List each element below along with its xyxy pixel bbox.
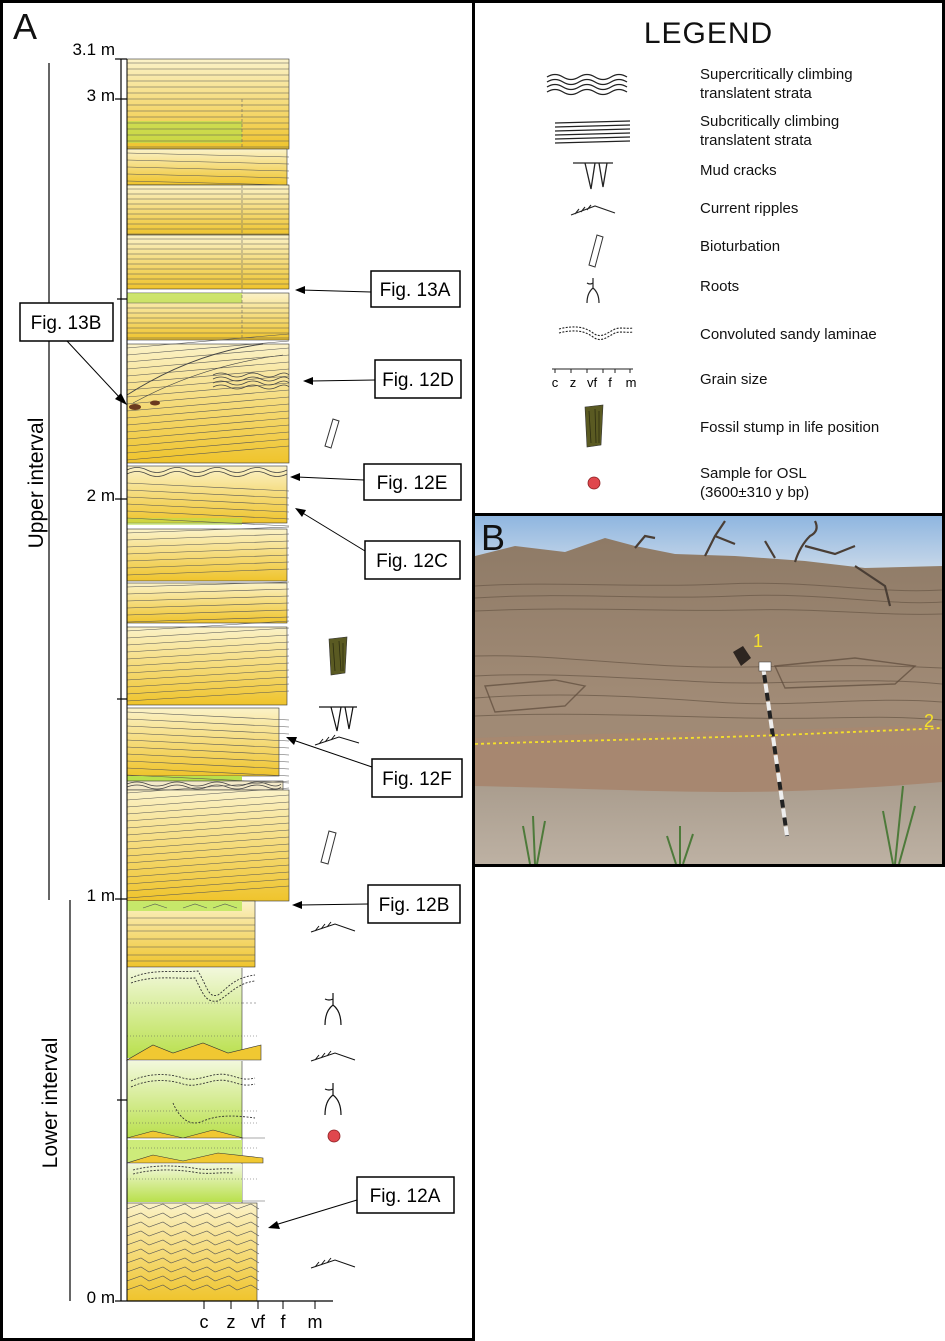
- photo-marker-1: 1: [753, 631, 763, 651]
- legend-bioturbation-icon: [588, 234, 604, 268]
- legend-item-osl-sample: Sample for OSL (3600±310 y bp): [700, 465, 810, 501]
- svg-text:f: f: [608, 375, 612, 390]
- legend-item-grain-size: Grain size: [700, 371, 768, 388]
- clast: [150, 400, 160, 406]
- legend-grain-scale-icon: c z vf f m: [552, 368, 637, 390]
- outcrop-photo-svg: 1 2: [475, 516, 942, 864]
- climbing-ripple-laminae: [126, 1203, 260, 1291]
- panel-a-letter: A: [13, 6, 38, 47]
- vegetation: [522, 785, 916, 864]
- photo-marker-2: 2: [924, 711, 934, 731]
- legend-item-mud-cracks: Mud cracks: [700, 162, 777, 179]
- fig-12b-label: Fig. 12B: [379, 895, 450, 916]
- outcrop-strata: [475, 582, 942, 721]
- upper-interval-label: Upper interval: [25, 418, 48, 549]
- svg-text:m: m: [626, 375, 637, 390]
- fig-13a-label: Fig. 13A: [380, 280, 451, 301]
- legend-item-convoluted: Convoluted sandy laminae: [700, 326, 877, 343]
- lower-interval-beds: [125, 900, 264, 1302]
- fig-12d-label: Fig. 12D: [382, 370, 454, 391]
- sand-floor: [475, 782, 942, 864]
- roots-icon: [324, 993, 342, 1026]
- fig-12e-label: Fig. 12E: [377, 473, 448, 494]
- legend-symbols-svg: c z vf f m: [546, 73, 637, 490]
- lower-reddish-band: [475, 724, 942, 794]
- legend-item-subcritical: Subcritically climbing translatent strat…: [700, 113, 840, 149]
- lower-laminae: [127, 903, 265, 1202]
- depth-label-3-1m: 3.1 m: [72, 40, 115, 59]
- fig-12c-label: Fig. 12C: [376, 551, 448, 572]
- roots-icon: [324, 1083, 342, 1116]
- legend-title: LEGEND: [643, 17, 774, 50]
- grain-tick-c: c: [200, 1312, 209, 1332]
- legend-item-fossil-stump: Fossil stump in life position: [700, 419, 880, 436]
- svg-text:vf: vf: [587, 375, 598, 390]
- legend-convoluted-icon: [558, 326, 634, 341]
- svg-text:z: z: [570, 375, 577, 390]
- legend-item-supercritical: Supercritically climbing translatent str…: [700, 66, 853, 102]
- mud-cracks-icon: [319, 706, 357, 732]
- panel-b-outcrop-photo: 1 2 B: [472, 513, 945, 867]
- legend-subcritical-icon: [554, 120, 631, 144]
- current-ripples-icon: [314, 734, 360, 746]
- legend-item-bioturbation: Bioturbation: [700, 238, 781, 255]
- legend-supercritical-icon: [546, 73, 628, 96]
- current-ripples-icon: [310, 1257, 356, 1269]
- legend-osl-sample-icon: [587, 476, 601, 490]
- legend-fossil-stump-icon: [584, 404, 604, 448]
- depth-label-3m: 3 m: [87, 86, 115, 105]
- osl-sample-icon: [327, 1129, 341, 1143]
- figure-callouts: Fig. 13A Fig. 13B Fig. 12D Fig. 12E Fig.…: [19, 270, 463, 1229]
- depth-ticks: [115, 58, 127, 1302]
- grain-tick-vf: vf: [251, 1312, 266, 1332]
- convoluted-sandy-laminae: [130, 970, 256, 1175]
- legend-item-current-ripples: Current ripples: [700, 200, 799, 217]
- fig-12f-label: Fig. 12F: [382, 769, 452, 790]
- legend-item-roots: Roots: [700, 278, 740, 295]
- panel-b-letter: B: [481, 517, 506, 558]
- svg-text:c: c: [552, 375, 559, 390]
- clast: [129, 404, 141, 410]
- bioturbation-icon: [320, 830, 337, 865]
- grain-tick-z: z: [227, 1312, 236, 1332]
- depth-label-0m: 0 m: [87, 1288, 115, 1307]
- depth-label-2m: 2 m: [87, 486, 115, 505]
- current-ripples-icon: [310, 1050, 356, 1062]
- stump: [733, 646, 751, 666]
- legend-current-ripples-icon: [570, 204, 616, 216]
- current-ripples-icon: [310, 921, 356, 933]
- bed-laminae: [127, 62, 290, 899]
- stratigraphic-column-svg: 3.1 m 3 m 2 m 1 m 0 m Upper interval Low…: [19, 40, 463, 1332]
- grain-size-axis: c z vf f m: [126, 59, 333, 1332]
- grain-tick-m: m: [308, 1312, 323, 1332]
- dead-tree-roots: [634, 520, 892, 607]
- supercritical-climbing-strata: [126, 372, 290, 790]
- legend-mud-cracks-icon: [573, 162, 613, 190]
- legend-roots-icon: [586, 278, 600, 304]
- grain-tick-f: f: [280, 1312, 286, 1332]
- fig-12a-label: Fig. 12A: [370, 1186, 441, 1207]
- fossil-stump-icon: [328, 636, 348, 676]
- fig-13b-label: Fig. 13B: [31, 313, 102, 334]
- depth-label-1m: 1 m: [87, 886, 115, 905]
- bioturbation-icon: [324, 418, 340, 449]
- panel-a-stratigraphic-log: A 3.1 m 3 m 2 m 1 m: [0, 0, 475, 1341]
- contact-line: [475, 727, 942, 745]
- lower-interval-label: Lower interval: [39, 1038, 62, 1169]
- legend-panel: LEGEND: [472, 0, 945, 516]
